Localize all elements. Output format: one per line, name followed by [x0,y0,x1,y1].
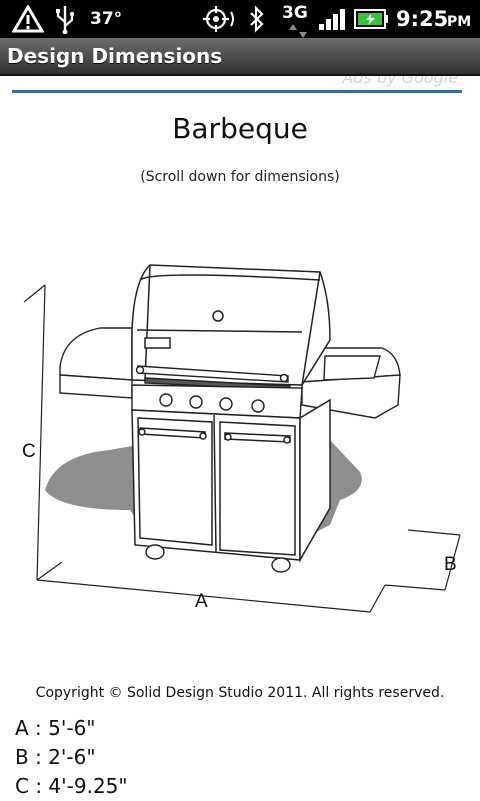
ad-banner[interactable]: Ads by Google [12,76,462,93]
app-title-bar: Design Dimensions [0,38,480,76]
data-activity-icon [288,12,308,50]
dimension-a-value: A : 5'-6" [15,716,96,740]
gps-icon [200,0,238,38]
bluetooth-icon [248,0,266,38]
dimension-c-value: C : 4'-9.25" [15,774,128,798]
alert-icon [12,0,44,38]
dimension-label-a: A [195,591,208,612]
dimensions-list: A : 5'-6" B : 2'-6" C : 4'-9.25" [15,714,128,801]
status-bar: 37° 3G 9:25 PM [0,0,480,38]
battery-charging-icon [354,0,390,38]
dimension-label-c: C [22,441,36,462]
clock-ampm: PM [447,14,472,30]
network-type-text: 3G [282,3,308,23]
dimension-b-value: B : 2'-6" [15,745,96,769]
usb-icon [54,0,76,38]
grill-wheels [145,544,291,573]
temperature-text: 37° [90,9,123,29]
barbeque-diagram: C A B [0,240,480,630]
scroll-hint: (Scroll down for dimensions) [140,169,340,185]
app-title: Design Dimensions [7,44,223,68]
dimension-c-lines [23,284,46,581]
signal-strength-icon [318,0,348,38]
copyright-text: Copyright © Solid Design Studio 2011. Al… [35,685,445,701]
grill-cabinet [131,398,331,563]
page-title: Barbeque [172,112,308,145]
dimension-b-lines [384,529,461,591]
dimension-label-b: B [444,554,457,575]
left-side-shelf [59,327,133,399]
grill-lid [131,264,331,386]
dimension-a-lines [36,561,386,613]
clock-time: 9:25 [396,7,449,31]
ad-label: Ads by Google [342,76,458,87]
